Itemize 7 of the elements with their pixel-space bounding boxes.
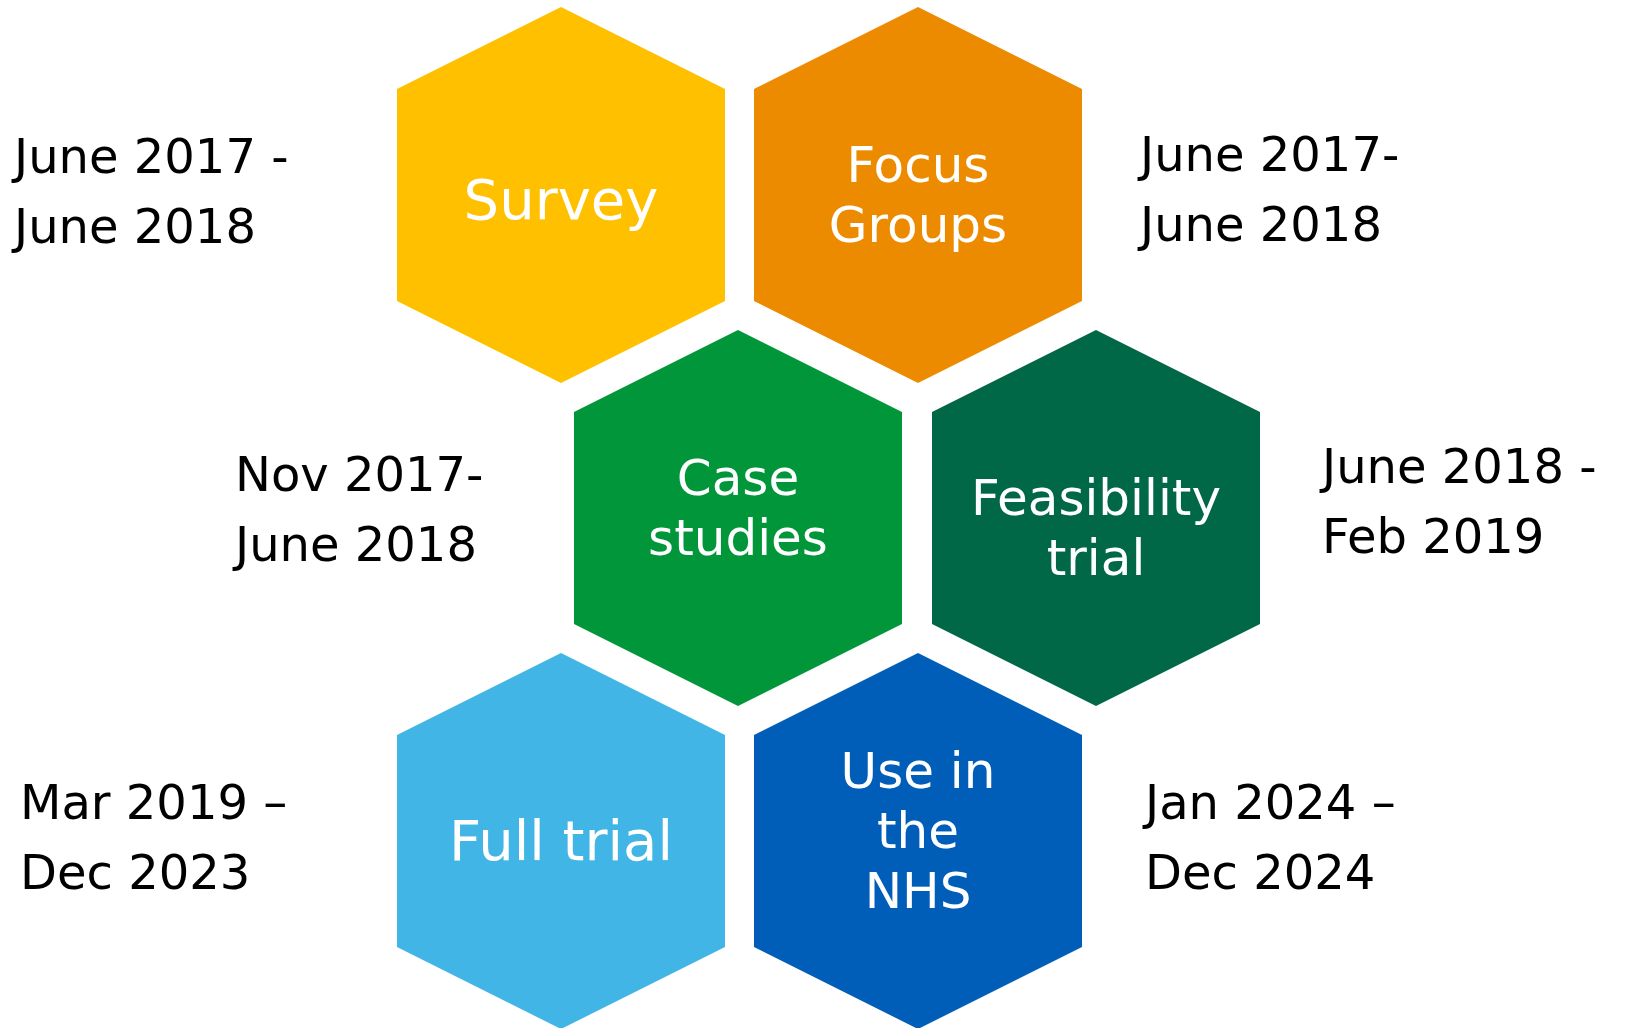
hexagon-label: Case studies	[647, 448, 829, 568]
hexagon-label: Survey	[463, 166, 659, 234]
hexagon-label: Full trial	[449, 807, 673, 875]
date-range: Mar 2019 – Dec 2023	[20, 773, 289, 902]
hexagon-label: Focus Groups	[827, 135, 1009, 255]
hexagon-label: Feasibility trial	[970, 468, 1222, 588]
hexagon-label: Use in the NHS	[839, 741, 997, 921]
